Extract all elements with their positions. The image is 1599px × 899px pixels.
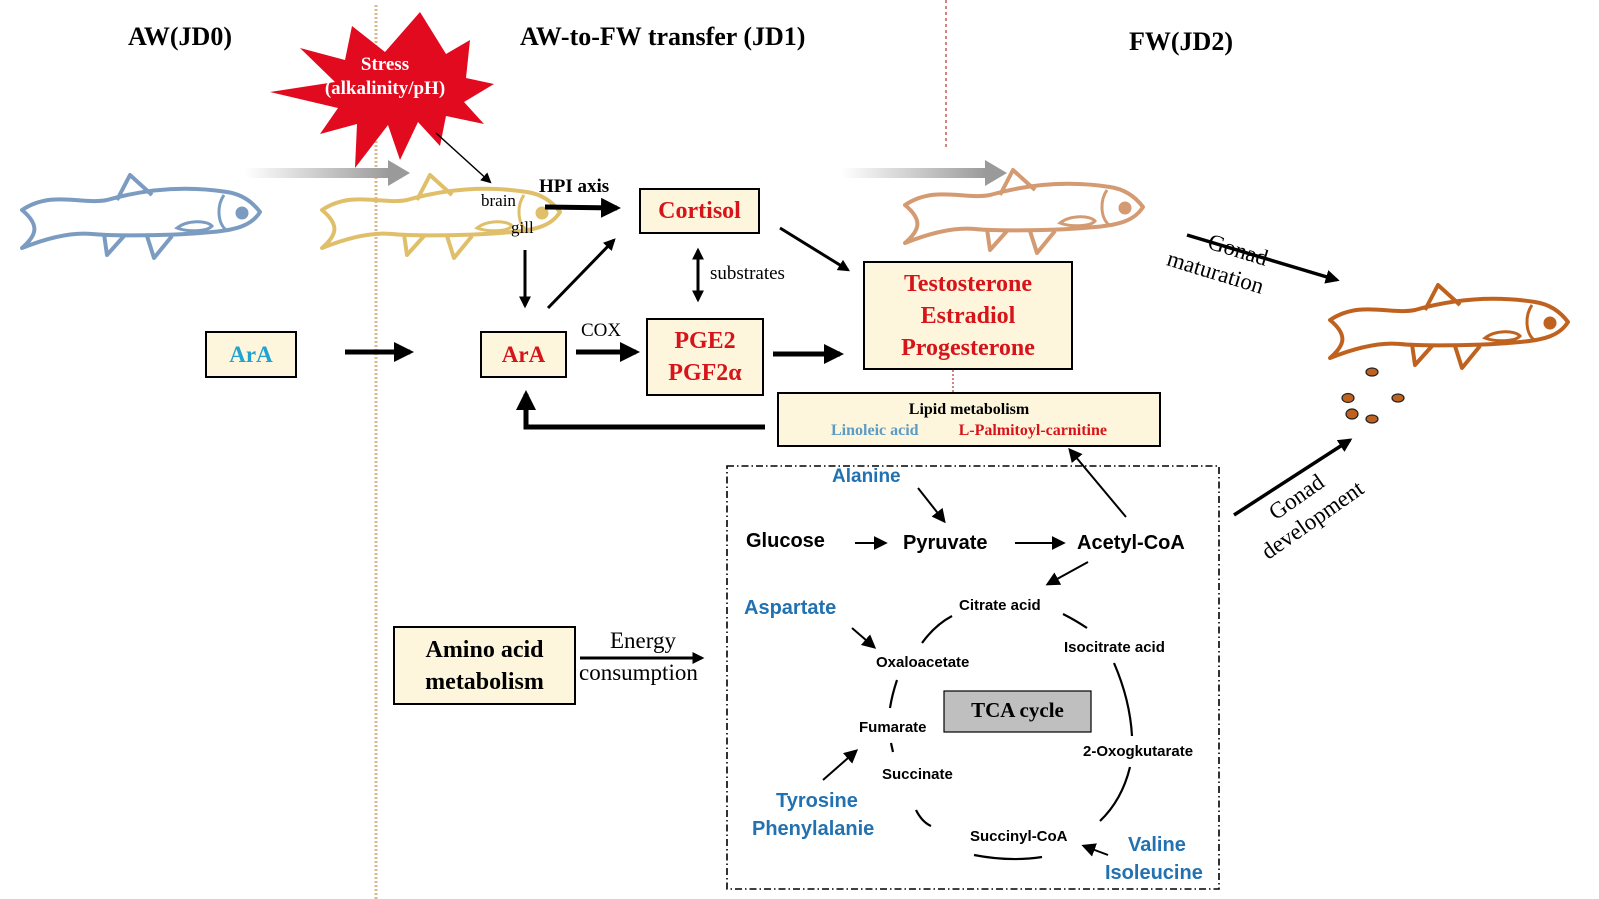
stress-label-line1: Stress [360, 54, 410, 75]
ara-aw-label: ArA [229, 341, 273, 367]
transition-arrow-aw-to-transfer [245, 160, 410, 186]
stage-title-fw: FW(JD2) [1129, 27, 1233, 56]
hpi-axis-label: HPI axis [539, 176, 610, 197]
lipid-metabolism-box: Lipid metabolism Linoleic acid L-Palmito… [777, 392, 1161, 447]
estradiol-label: Estradiol [920, 302, 1016, 329]
succinate-label: Succinate [882, 766, 953, 783]
hpi-axis-arrow [544, 197, 621, 218]
ara-to-cortisol-arrow [546, 238, 616, 310]
ara-transfer-box: ArA [480, 331, 567, 378]
lipid-metabolites: Linoleic acid L-Palmitoyl-carnitine [831, 420, 1107, 441]
stress-starburst [270, 12, 494, 168]
progesterone-label: Progesterone [901, 334, 1035, 361]
oxaloacetate-label: Oxaloacetate [876, 654, 970, 671]
tca-cycle-arcs [888, 613, 1134, 861]
fish-fw [903, 168, 1145, 255]
amino-acid-metabolism-box: Amino acid metabolism [393, 626, 576, 705]
linoleic-acid-label: Linoleic acid [831, 421, 919, 439]
testosterone-label: Testosterone [904, 270, 1032, 297]
glucose-label: Glucose [746, 530, 825, 552]
ara-aw-box: ArA [205, 331, 297, 378]
pgf2a-label: PGF2α [668, 360, 742, 386]
consumption-label: consumption [579, 660, 698, 685]
valine-label: Valine [1128, 834, 1186, 856]
stress-label: Stress (alkalinity/pH) [310, 53, 460, 101]
tyrosine-to-fumarate-arrow [822, 749, 859, 781]
tca-cycle-box [943, 690, 1092, 733]
oxoglutarate-label: 2-Oxogkutarate [1083, 743, 1194, 760]
stress-label-line2: (alkalinity/pH) [324, 78, 446, 99]
aspartate-label: Aspartate [744, 597, 837, 619]
gonad-maturation-arrow [1186, 233, 1340, 284]
palmitoyl-carnitine-label: L-Palmitoyl-carnitine [958, 421, 1107, 439]
isoleucine-label: Isoleucine [1105, 862, 1203, 884]
pyruvate-label: Pyruvate [903, 532, 988, 554]
fish-transfer [320, 173, 562, 260]
stage-title-transfer: AW-to-FW transfer (JD1) [520, 22, 806, 51]
aspartate-to-oxaloacetate-arrow [851, 627, 877, 649]
amino-acid-label-line2: metabolism [425, 668, 544, 695]
isocitrate-label: Isocitrate acid [1064, 639, 1165, 656]
eggs [1341, 367, 1405, 424]
ara-transfer-label: ArA [501, 341, 546, 367]
stage-title-aw: AW(JD0) [128, 22, 232, 51]
amino-acid-label-line1: Amino acid [425, 636, 544, 663]
brain-label: brain [481, 191, 516, 210]
lipid-to-ara-arrow [516, 390, 765, 430]
citrate-label: Citrate acid [959, 597, 1041, 614]
tca-cycle-label: TCA cycle [971, 698, 1064, 722]
steroids-box: Testosterone Estradiol Progesterone [863, 261, 1073, 370]
acetylcoa-to-citrate-arrow [1045, 561, 1089, 586]
phenylalanine-label: Phenylalanie [752, 818, 875, 840]
gonad-development-arrow [1233, 438, 1353, 517]
cortisol-to-steroids-arrow [779, 226, 851, 272]
energy-metabolism-frame [726, 465, 1220, 890]
acetylcoa-to-lipid-arrow [1068, 447, 1127, 518]
gill-label: gill [511, 218, 534, 237]
pge2-label: PGE2 [674, 328, 736, 354]
alanine-to-pyruvate-arrow [917, 487, 946, 524]
cortisol-box: Cortisol [639, 188, 760, 234]
fumarate-label: Fumarate [859, 719, 927, 736]
fish-aw [20, 173, 262, 260]
acetyl-coa-label: Acetyl-CoA [1077, 532, 1185, 554]
alanine-label: Alanine [832, 466, 901, 487]
cox-label: COX [581, 320, 622, 341]
prostaglandin-box: PGE2 PGF2α [646, 318, 764, 396]
fish-mature [1328, 283, 1570, 370]
transition-arrow-transfer-to-fw [842, 160, 1007, 186]
cortisol-label: Cortisol [658, 197, 741, 224]
valine-to-succinylcoa-arrow [1081, 843, 1109, 857]
substrates-label: substrates [710, 263, 785, 284]
stress-to-brain-arrow [435, 132, 492, 184]
tyrosine-label: Tyrosine [776, 790, 858, 812]
lipid-metabolism-title: Lipid metabolism [908, 400, 1030, 418]
succinyl-coa-label: Succinyl-CoA [970, 828, 1068, 845]
energy-label: Energy [610, 628, 677, 653]
